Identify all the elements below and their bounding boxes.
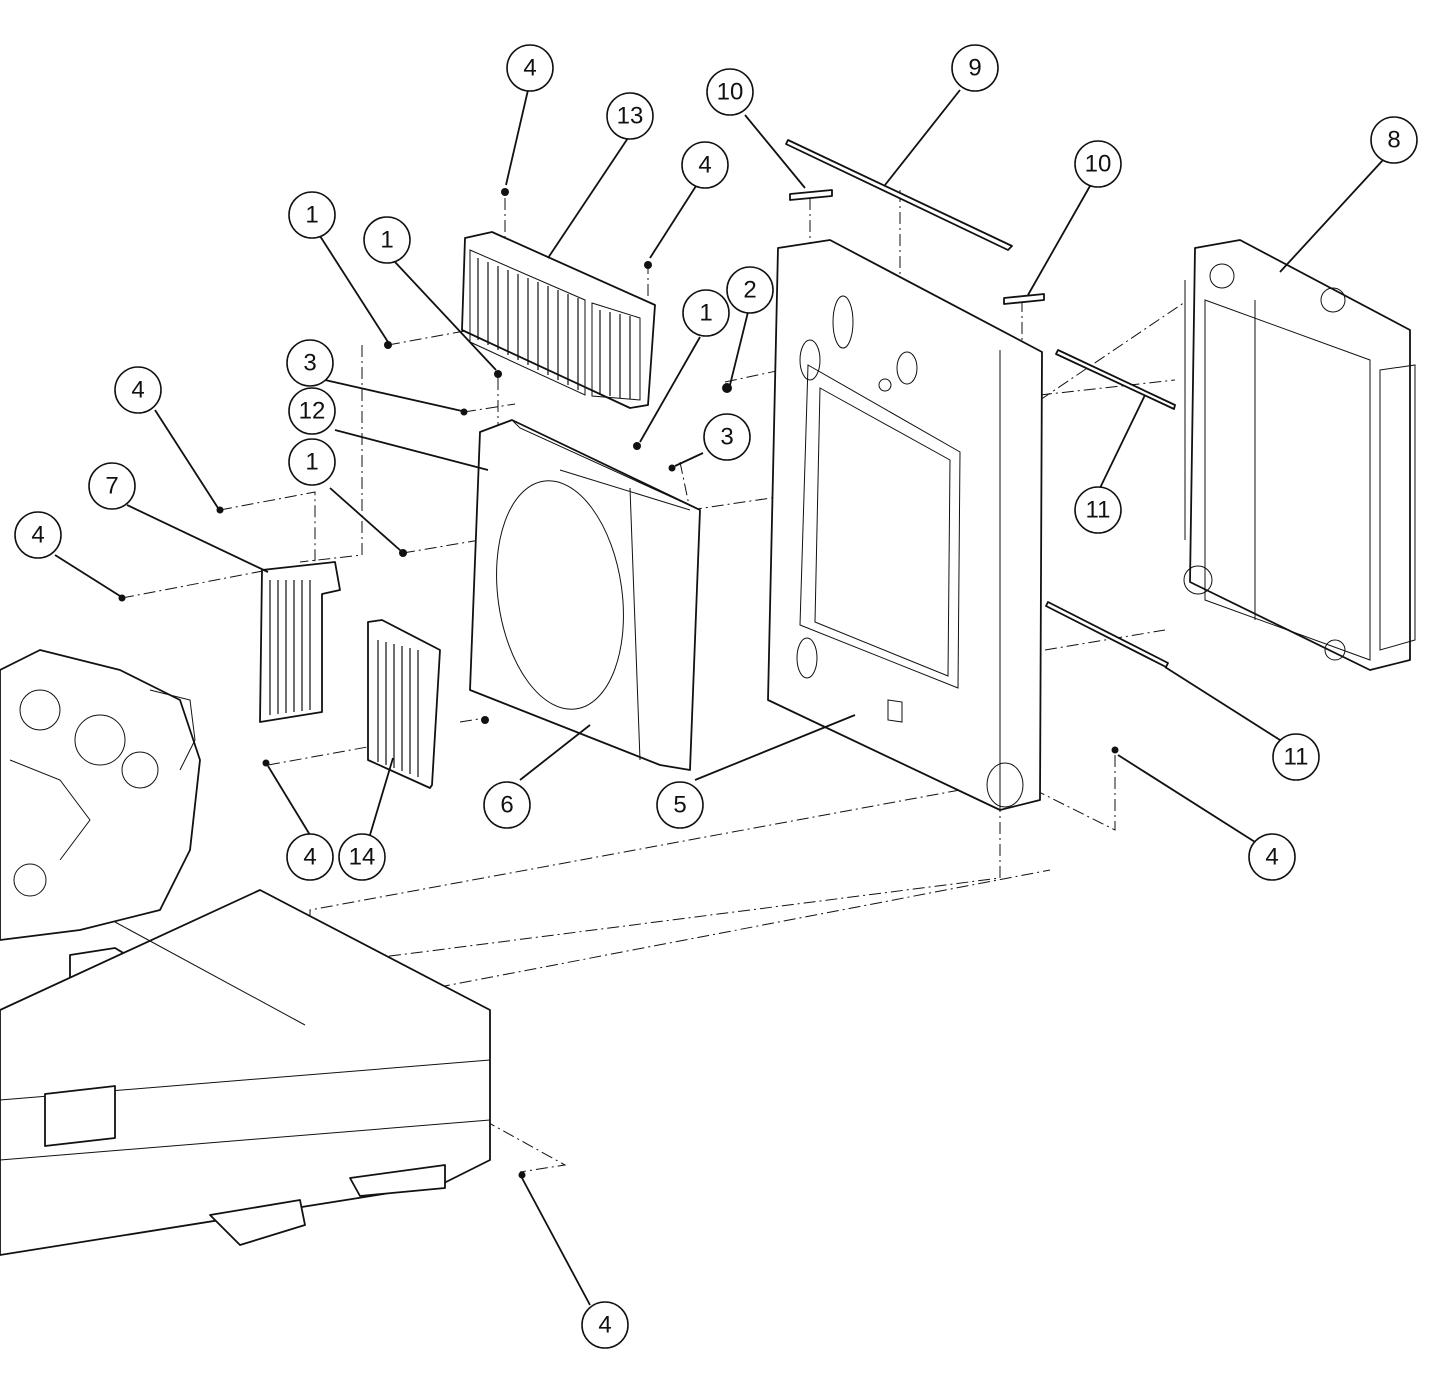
callout-label: 10 (717, 79, 744, 106)
callout-label: 4 (131, 377, 144, 404)
callout-label: 11 (1086, 497, 1111, 524)
callout-balloon: 11 (1074, 486, 1122, 534)
callout-label: 7 (105, 473, 118, 500)
callout-balloon: 10 (1074, 140, 1122, 188)
callout-balloon: 12 (288, 387, 336, 435)
radiator-8 (1183, 239, 1416, 671)
callout-balloon: 1 (288, 438, 336, 486)
leader-lines (54, 89, 1384, 1306)
top-louver-panel-13 (461, 231, 656, 409)
callout-balloon: 14 (338, 833, 386, 881)
side-seal-strip-11-upper (1055, 349, 1176, 410)
callout-label: 1 (305, 449, 318, 476)
callout-balloon: 9 (951, 44, 999, 92)
callout-balloon: 4 (506, 44, 554, 92)
callouts: 4 13 10 9 4 10 8 1 1 2 1 3 12 3 4 1 7 4 … (14, 44, 1418, 1349)
callout-balloon: 10 (706, 68, 754, 116)
callout-label: 4 (303, 844, 316, 871)
callout-label: 13 (617, 103, 644, 130)
callout-balloon: 7 (88, 462, 136, 510)
fan-shroud-6 (469, 419, 701, 771)
callout-label: 4 (31, 522, 44, 549)
callout-balloon: 1 (288, 191, 336, 239)
callout-balloon: 3 (703, 413, 751, 461)
callout-label: 14 (349, 844, 376, 871)
base-frame (0, 889, 491, 1256)
callout-label: 8 (1387, 127, 1400, 154)
callout-balloon: 6 (483, 781, 531, 829)
callout-balloon: 1 (682, 289, 730, 337)
callout-balloon: 4 (114, 366, 162, 414)
callout-label: 6 (500, 792, 513, 819)
callout-label: 3 (303, 350, 316, 377)
callout-label: 11 (1284, 744, 1309, 771)
seal-strip-10-right (1003, 293, 1045, 305)
seal-strip-10-left (789, 189, 833, 201)
side-seal-strip-11-lower (1045, 601, 1169, 668)
left-louver-panel-7 (259, 561, 341, 723)
callout-label: 4 (523, 55, 536, 82)
callout-label: 4 (1265, 844, 1278, 871)
callout-label: 3 (720, 424, 733, 451)
callout-balloon: 8 (1370, 116, 1418, 164)
top-seal-strip-9 (785, 139, 1013, 251)
callout-label: 1 (699, 300, 712, 327)
callout-balloon: 4 (581, 1301, 629, 1349)
lower-louver-panel-14 (367, 619, 441, 789)
callout-balloon: 5 (656, 781, 704, 829)
callout-balloon: 2 (726, 266, 774, 314)
callout-balloon: 13 (606, 92, 654, 140)
callout-balloon: 11 (1272, 733, 1320, 781)
callout-label: 4 (598, 1312, 611, 1339)
callout-balloon: 3 (286, 339, 334, 387)
callout-label: 12 (299, 398, 326, 425)
callout-balloon: 4 (681, 141, 729, 189)
callout-label: 2 (743, 277, 756, 304)
callout-label: 4 (698, 152, 711, 179)
callout-label: 5 (673, 792, 686, 819)
callout-label: 1 (380, 227, 393, 254)
callout-balloon: 4 (286, 833, 334, 881)
callout-label: 10 (1085, 151, 1112, 178)
callout-balloon: 4 (14, 511, 62, 559)
callout-balloon: 1 (363, 216, 411, 264)
callout-label: 9 (968, 55, 981, 82)
callout-balloon: 4 (1248, 833, 1296, 881)
fasteners (118, 188, 1119, 1179)
callout-label: 1 (305, 202, 318, 229)
radiator-mounting-frame-5 (767, 239, 1043, 811)
